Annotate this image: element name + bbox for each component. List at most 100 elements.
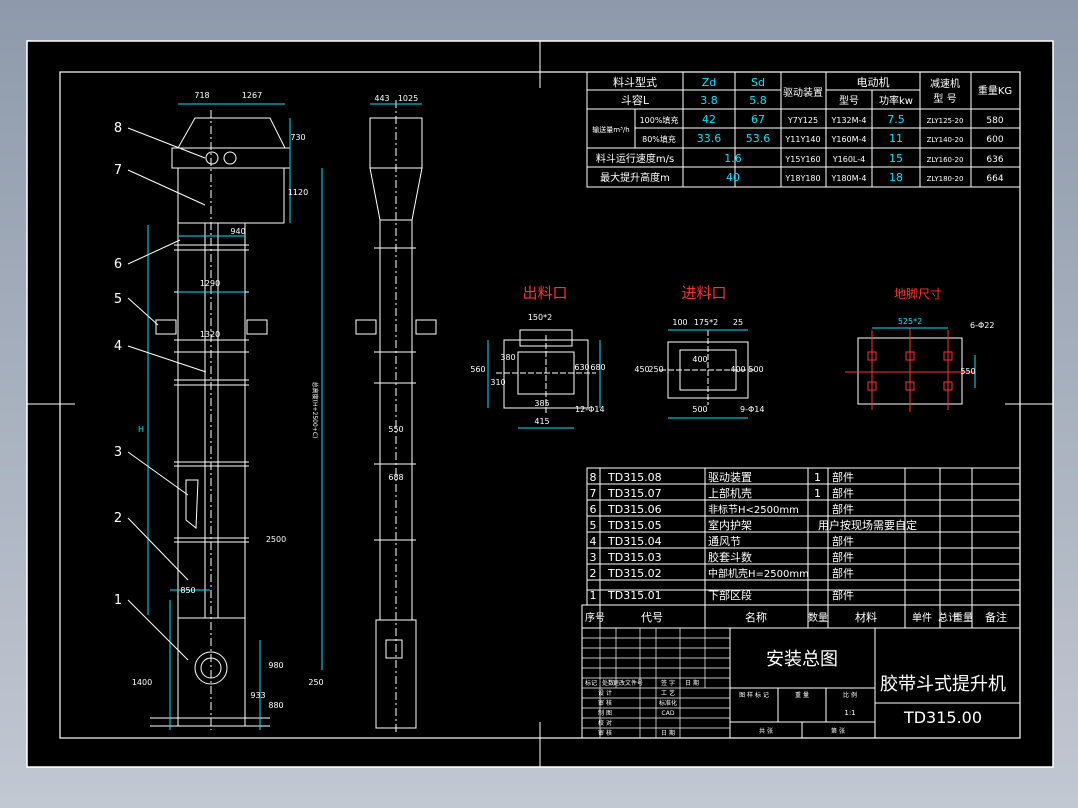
inlet-dim-100: 100 <box>672 318 687 327</box>
drawing-number: TD315.00 <box>903 708 982 727</box>
side-dim-550: 550 <box>388 425 403 434</box>
drive-row-2-reducer: ZLY140-20 <box>927 136 964 144</box>
part-row-3-material: 部件 <box>832 502 854 516</box>
outlet-dim-415: 415 <box>534 417 549 426</box>
part-row-6-no: 3 <box>590 551 597 564</box>
outlet-view <box>487 329 601 429</box>
parts-header-total: 总计 <box>938 611 958 624</box>
spec-header-reducer-model: 型 号 <box>933 92 956 105</box>
foundation-dim-550: 550 <box>960 367 975 376</box>
tb-mark: 标记 <box>585 679 597 687</box>
drive-row-2-power: 11 <box>889 132 903 145</box>
inlet-dim-25: 25 <box>733 318 743 327</box>
inlet-dim-400-side: 400 <box>730 365 745 374</box>
speed-label: 料斗运行速度m/s <box>596 152 674 165</box>
fill100-label: 100%填充 <box>640 115 679 125</box>
foundation-dim-holes: 6-Φ22 <box>970 321 994 330</box>
tb-sheet-total: 共 张 <box>759 727 773 735</box>
part-row-1-no: 8 <box>590 471 597 484</box>
tb-role-date: 日 期 <box>661 729 675 737</box>
scale-value: 1:1 <box>844 709 855 717</box>
part-row-1-qty: 1 <box>814 471 821 484</box>
tb-weight: 重 量 <box>795 691 809 699</box>
fill100-zd: 42 <box>702 113 716 126</box>
part-row-8-no: 1 <box>590 589 597 602</box>
part-number-3: 3 <box>114 445 122 460</box>
front-dim-718: 718 <box>194 91 209 100</box>
spec-header-motor-model: 型号 <box>839 94 859 107</box>
outlet-dim-150x2: 150*2 <box>528 313 552 322</box>
parts-list-grid <box>581 467 1021 629</box>
part-number-2: 2 <box>114 511 122 526</box>
tb-scale: 比 例 <box>843 691 857 699</box>
tb-date: 日 期 <box>685 679 699 687</box>
drive-row-4-motor: Y180M-4 <box>830 174 866 183</box>
part-row-4-material: 用户按现场需要自定 <box>818 518 917 532</box>
front-dim-730: 730 <box>290 133 305 142</box>
part-number-6: 6 <box>114 257 122 272</box>
parts-header-name: 名称 <box>745 610 767 624</box>
tb-change-doc: 更改文件号 <box>613 679 643 687</box>
front-dim-1320: 1320 <box>200 330 220 339</box>
drawing-title: 安装总图 <box>766 649 838 670</box>
drive-row-4-weight: 664 <box>986 174 1003 184</box>
tb-sheet-no: 第 张 <box>831 727 845 735</box>
side-dim-443: 443 <box>374 94 389 103</box>
tb-role-standard: 标准化 <box>659 699 677 707</box>
parts-header-remark: 备注 <box>985 610 1007 624</box>
part-number-1: 1 <box>114 593 122 608</box>
tb-sign: 签 字 <box>661 679 675 687</box>
inlet-dim-500-side: 500 <box>748 365 763 374</box>
delivery-label: 输送量m³/h <box>592 125 629 134</box>
part-row-8-code: TD315.01 <box>607 589 662 602</box>
part-row-7-no: 2 <box>590 567 597 580</box>
front-dim-940: 940 <box>230 227 245 236</box>
tb-role-check: 审 核 <box>598 699 612 707</box>
speed-value: 1.6 <box>724 152 742 165</box>
front-dim-h: H <box>138 425 144 434</box>
front-dim-880: 880 <box>268 701 283 710</box>
part-row-2-name: 上部机壳 <box>708 486 752 500</box>
fill80-label: 80%填充 <box>642 134 676 144</box>
part-row-2-qty: 1 <box>814 487 821 500</box>
inlet-title: 进料口 <box>681 284 726 302</box>
foundation-title: 地脚尺寸 <box>894 286 942 301</box>
front-dim-250: 250 <box>308 678 323 687</box>
inlet-dim-400-top: 400 <box>692 355 707 364</box>
parts-header-qty: 数量 <box>808 611 828 624</box>
drive-row-2-motor: Y160M-4 <box>830 135 866 144</box>
drive-row-1-drive: Y7Y125 <box>787 116 818 125</box>
part-row-4-name: 室内护架 <box>708 518 752 532</box>
inlet-dim-450: 450 <box>634 365 649 374</box>
part-row-6-material: 部件 <box>832 550 854 564</box>
outlet-dim-holes: 12-Φ14 <box>575 405 605 414</box>
drive-row-3-motor: Y160L-4 <box>832 155 865 164</box>
part-number-8: 8 <box>114 121 122 136</box>
front-dim-1267: 1267 <box>242 91 262 100</box>
part-row-1-name: 驱动装置 <box>708 471 752 484</box>
part-row-5-material: 部件 <box>832 534 854 548</box>
outlet-dim-680: 680 <box>590 363 605 372</box>
front-view <box>127 103 323 730</box>
foundation-dim-525x2: 525*2 <box>898 317 922 326</box>
tb-role-draw: 制 图 <box>598 709 612 717</box>
parts-header-weight: 重量 <box>953 611 973 624</box>
part-row-3-no: 6 <box>590 503 597 516</box>
tb-role-proof: 校 对 <box>598 719 612 727</box>
drive-row-2-drive: Y11Y140 <box>784 135 820 144</box>
drive-row-2-weight: 600 <box>986 135 1003 145</box>
outlet-dim-385: 385 <box>534 399 549 408</box>
drive-row-4-power: 18 <box>889 171 903 184</box>
outlet-title: 出料口 <box>522 284 567 302</box>
height-value: 40 <box>726 171 740 184</box>
drive-row-3-reducer: ZLY160-20 <box>927 156 964 164</box>
front-dim-1120: 1120 <box>288 188 308 197</box>
drive-row-1-power: 7.5 <box>887 113 905 126</box>
spec-header-sd: Sd <box>751 76 765 89</box>
outlet-dim-380: 380 <box>500 353 515 362</box>
parts-header-material: 材料 <box>855 610 877 624</box>
tb-stage-mark: 图 样 标 记 <box>739 691 769 699</box>
fill80-zd: 33.6 <box>697 132 722 145</box>
